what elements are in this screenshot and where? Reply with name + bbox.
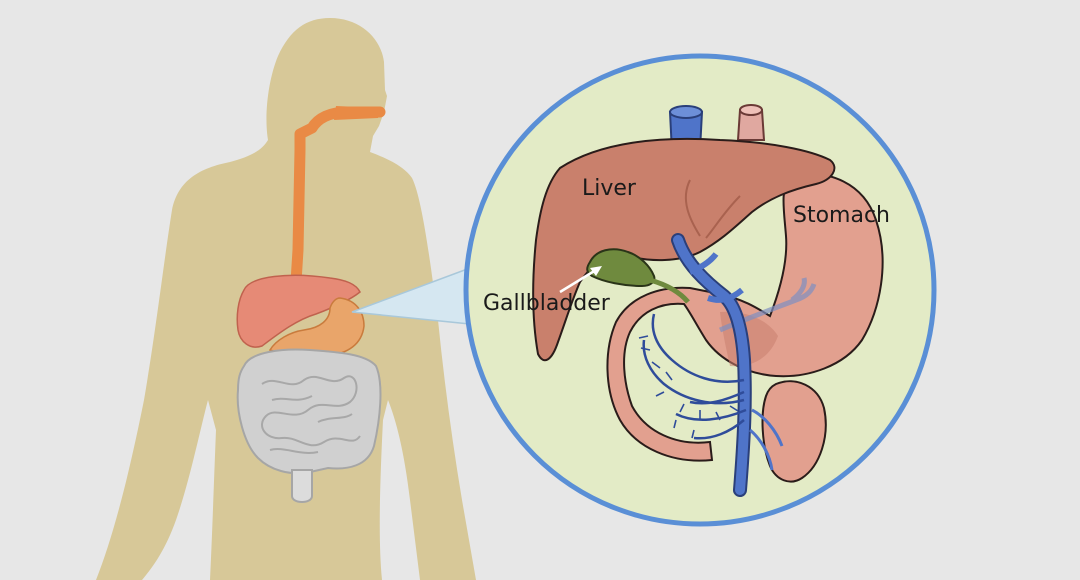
mesenteric-branches [638,335,739,439]
aorta-opening [739,104,763,116]
label-stomach: Stomach [793,203,890,228]
liver-highlight [684,179,741,239]
spleen [761,380,827,483]
spleen-vessel [749,408,784,471]
label-gallbladder: Gallbladder [483,291,611,316]
mesenteric-vessels [642,313,747,440]
mouth [334,106,382,120]
cystic-duct [649,277,690,304]
gallbladder [586,248,656,288]
body-intestines [236,348,382,503]
label-liver: Liver [582,176,637,201]
splenic-vein [688,252,744,303]
vena-cava-opening [669,105,703,119]
body-liver [236,274,361,348]
portal-vein-fill [673,235,750,495]
gallbladder-arrow [559,266,602,294]
body-stomach [268,297,365,358]
